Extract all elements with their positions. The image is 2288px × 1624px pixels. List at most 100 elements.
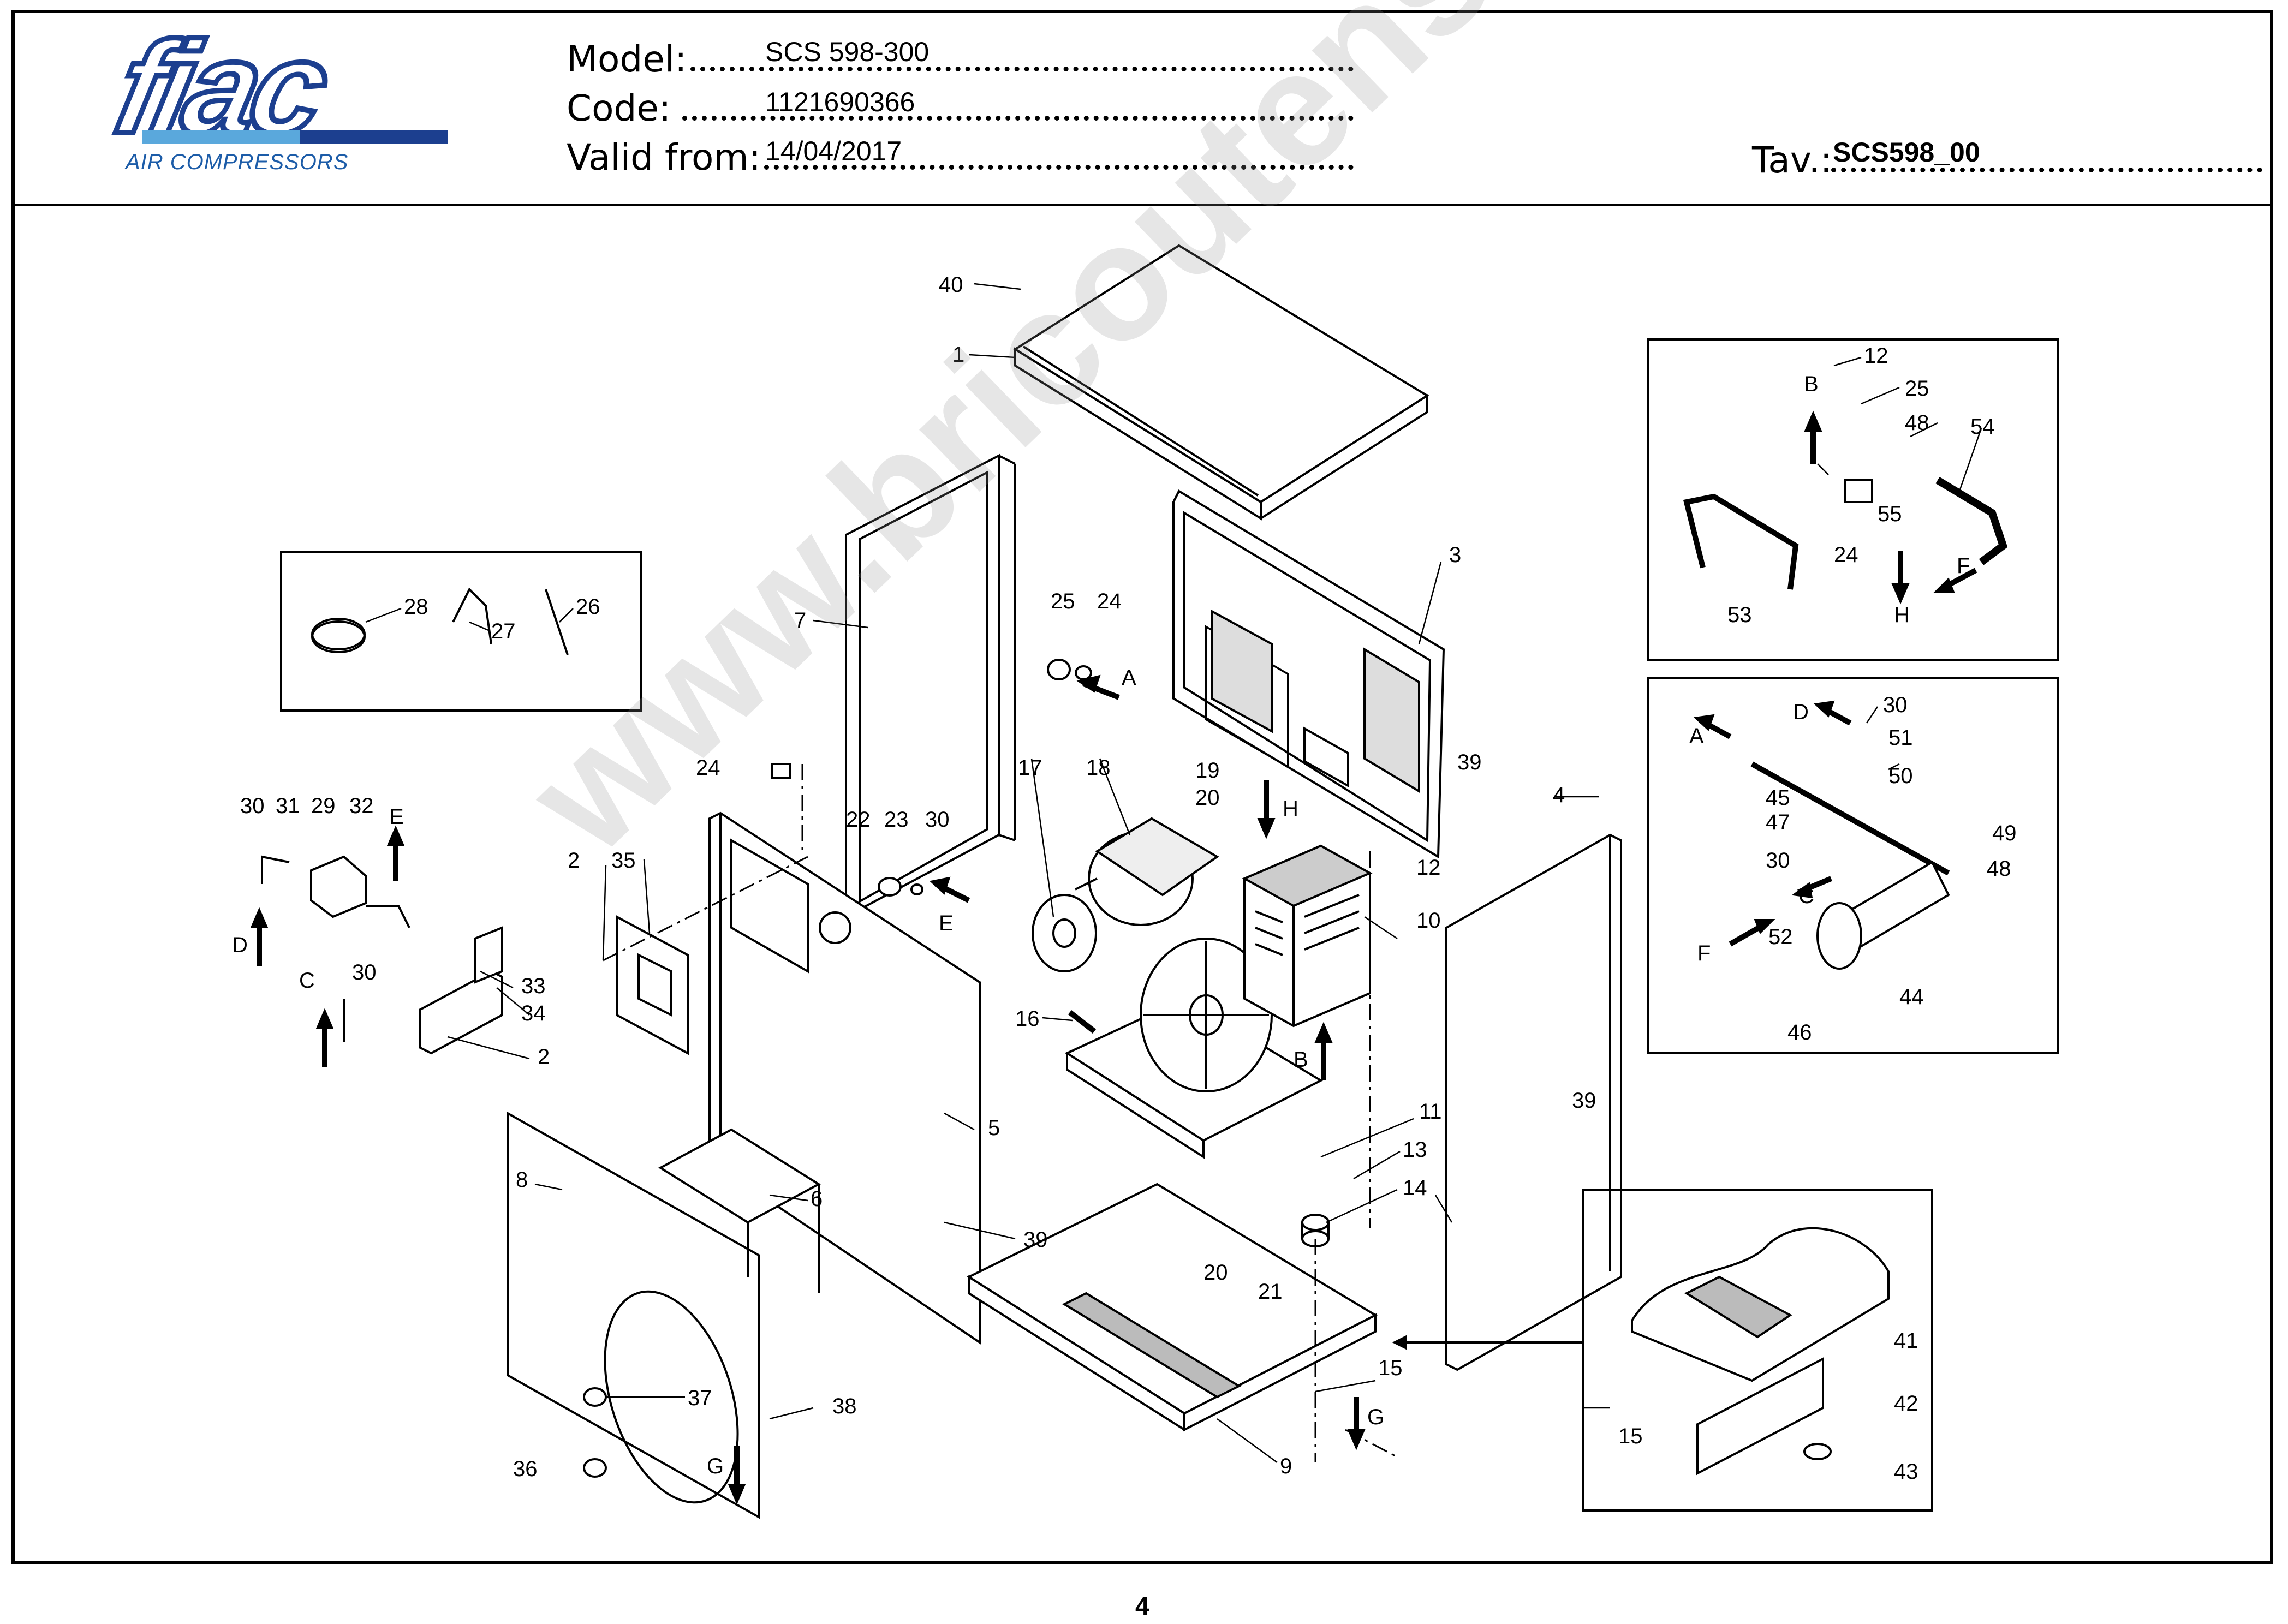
callout-54: 54 — [1970, 415, 1995, 439]
callout-25: 25 — [1051, 589, 1075, 613]
callout-24c: 24 — [1834, 543, 1858, 567]
valid-from-dots — [764, 165, 1354, 170]
callout-37: 37 — [688, 1386, 712, 1410]
callout-43: 43 — [1894, 1460, 1918, 1484]
callout-31: 31 — [276, 794, 300, 818]
callout-1: 1 — [952, 343, 964, 367]
part-fitting-24 — [1075, 665, 1092, 680]
callout-51: 51 — [1888, 726, 1913, 750]
callout-3: 3 — [1449, 543, 1461, 567]
callout-48: 48 — [1905, 411, 1929, 435]
callout-2b: 2 — [538, 1045, 550, 1069]
logo-stripe-dark — [300, 130, 448, 144]
callout-15b: 15 — [1618, 1424, 1643, 1448]
callout-12b: 12 — [1864, 344, 1888, 368]
arrow-label-h2: H — [1894, 603, 1910, 627]
callout-labels: 40 1 7 3 4 5 8 6 39 9 10 11 12 13 14 15 … — [240, 273, 2017, 1484]
callout-36: 36 — [513, 1457, 538, 1481]
exploded-parts-drawing: 40 1 7 3 4 5 8 6 39 9 10 11 12 13 14 15 … — [232, 244, 2059, 1519]
arrow-label-a: A — [1122, 666, 1136, 690]
base-detail-box — [1392, 1189, 1933, 1512]
code-label: Code: — [567, 87, 671, 129]
part-tube-d — [261, 855, 290, 884]
tav-dots — [1831, 168, 2262, 172]
callout-30d: 30 — [1883, 693, 1908, 717]
callout-12: 12 — [1416, 856, 1441, 880]
callout-50: 50 — [1888, 764, 1913, 788]
model-dots — [690, 67, 1354, 71]
callout-14: 14 — [1403, 1176, 1427, 1200]
model-value: SCS 598-300 — [765, 37, 929, 67]
arrow-label-c: C — [299, 969, 315, 993]
callout-13: 13 — [1403, 1138, 1427, 1162]
arrow-label-f2: F — [1697, 941, 1711, 965]
valid-from-label: Valid from: — [567, 136, 761, 178]
part-tube-c — [366, 905, 410, 928]
callout-44: 44 — [1899, 985, 1924, 1009]
header-divider — [11, 204, 2273, 206]
callout-18: 18 — [1086, 756, 1111, 780]
part-fitting-23 — [910, 883, 923, 895]
callout-4: 4 — [1553, 783, 1565, 807]
tank-detail-box — [1647, 677, 2059, 1054]
callout-24: 24 — [1097, 589, 1122, 613]
callout-47: 47 — [1766, 810, 1790, 834]
callout-24b: 24 — [696, 756, 720, 780]
arrow-label-d: D — [232, 933, 248, 957]
part-bracket — [658, 1128, 821, 1293]
callout-42: 42 — [1894, 1392, 1918, 1416]
arrow-letters: A B C D E E H G G B H F A D C F — [232, 372, 1970, 1478]
callout-48b: 48 — [1987, 857, 2011, 881]
callout-41: 41 — [1894, 1329, 1918, 1353]
callout-30c: 30 — [240, 794, 265, 818]
callout-15: 15 — [1378, 1356, 1403, 1380]
page-frame — [11, 10, 2273, 1564]
part-block-24 — [771, 763, 791, 779]
callout-21: 21 — [1258, 1280, 1283, 1304]
callout-46: 46 — [1787, 1020, 1812, 1044]
part-right-panel — [1445, 833, 1622, 1371]
callout-6: 6 — [811, 1187, 823, 1211]
arrow-label-f: F — [1957, 554, 1970, 578]
valid-from-value: 14/04/2017 — [765, 136, 902, 166]
callout-29: 29 — [311, 794, 336, 818]
callout-23: 23 — [884, 808, 909, 832]
part-pin — [1068, 1010, 1097, 1034]
callout-35: 35 — [611, 849, 636, 873]
tube-detail-box — [1647, 338, 2059, 661]
part-fitting-22 — [878, 877, 902, 897]
part-fitting-25 — [1047, 659, 1071, 680]
callout-55: 55 — [1878, 502, 1902, 526]
tav-value: SCS598_00 — [1833, 137, 1980, 168]
callout-17: 17 — [1018, 756, 1042, 780]
part-pulley — [1032, 894, 1097, 972]
arrow-label-e: E — [389, 805, 404, 829]
part-cable-gland-36 — [583, 1458, 607, 1478]
callout-19: 19 — [1195, 759, 1220, 783]
callout-20b: 20 — [1203, 1261, 1228, 1285]
logo-wordmark: fiac — [102, 11, 338, 163]
part-rear-panel — [1172, 489, 1445, 859]
tav-label: Tav.: — [1752, 139, 1832, 181]
arrow-label-g: G — [707, 1454, 724, 1478]
callout-39b: 39 — [1572, 1089, 1596, 1113]
callout-22: 22 — [846, 808, 871, 832]
callout-11: 11 — [1419, 1100, 1442, 1124]
part-pressure-switch — [310, 855, 367, 918]
part-nut-37 — [583, 1387, 607, 1407]
callout-7: 7 — [794, 608, 806, 632]
page-number: 4 — [1135, 1592, 1149, 1620]
callout-30b: 30 — [352, 960, 377, 984]
callout-38: 38 — [832, 1394, 857, 1418]
code-value: 1121690366 — [765, 87, 915, 117]
code-dots — [682, 116, 1354, 121]
callout-2: 2 — [568, 849, 580, 873]
part-inner-panel — [507, 1111, 760, 1519]
callout-16: 16 — [1015, 1007, 1040, 1031]
callout-34: 34 — [521, 1001, 546, 1025]
callout-33: 33 — [521, 974, 546, 998]
callout-10: 10 — [1416, 909, 1441, 933]
callout-30: 30 — [925, 808, 950, 832]
callout-53: 53 — [1727, 603, 1752, 627]
callout-32: 32 — [349, 794, 374, 818]
